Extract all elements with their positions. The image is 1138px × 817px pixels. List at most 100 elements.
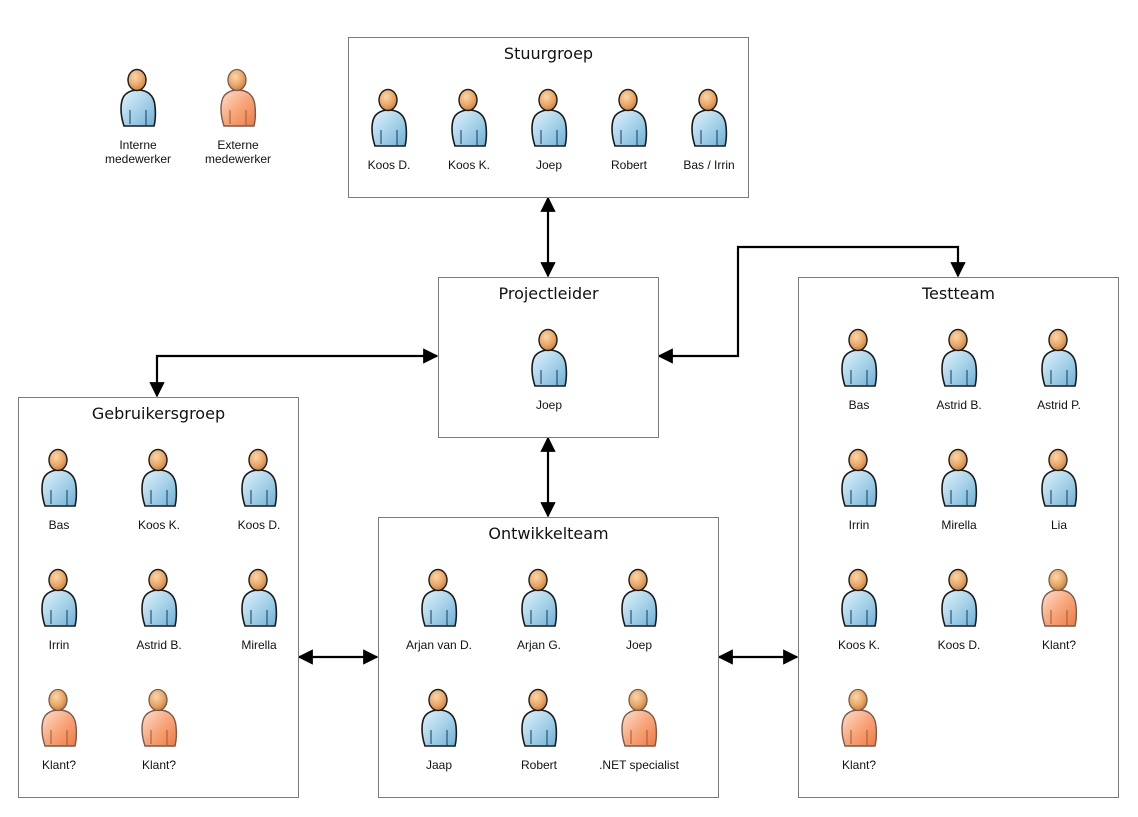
internal-person-icon: [139, 446, 179, 508]
internal-person-icon: [939, 446, 979, 508]
member: Koos K.: [814, 566, 904, 652]
group-title: Testteam: [921, 284, 995, 303]
internal-person-icon: [1039, 446, 1079, 508]
member-name: Astrid B.: [936, 398, 982, 412]
member-name: Robert: [520, 758, 558, 772]
internal-person-icon: [939, 326, 979, 388]
member: Koos D.: [344, 86, 434, 172]
external-person-icon: [1039, 566, 1079, 628]
member-name: Irrin: [848, 518, 870, 532]
member-name: Mirella: [941, 518, 977, 532]
internal-person-icon: [519, 686, 559, 748]
member: Joep: [504, 86, 594, 172]
member: Koos K.: [114, 446, 204, 532]
internal-person-icon: [529, 326, 569, 388]
member: Klant?: [1014, 566, 1104, 652]
internal-person-icon: [239, 446, 279, 508]
group-projectleider: Projectleider Joep: [438, 277, 659, 438]
member: Bas / Irrin: [664, 86, 754, 172]
member-name: Robert: [610, 158, 648, 172]
member: Klant?: [14, 686, 104, 772]
member: Koos D.: [914, 566, 1004, 652]
member-name: Klant?: [841, 758, 877, 772]
member: Robert: [584, 86, 674, 172]
member: Joep: [504, 326, 594, 412]
internal-person-icon: [839, 446, 879, 508]
internal-person-icon: [689, 86, 729, 148]
member-name: Astrid P.: [1037, 398, 1081, 412]
internal-person-icon: [118, 66, 158, 128]
internal-person-icon: [449, 86, 489, 148]
group-gebruikersgroep: Gebruikersgroep Bas Koos K. Koos D. Irrin As…: [18, 397, 299, 798]
member-name: Joep: [625, 638, 653, 652]
internal-person-icon: [839, 566, 879, 628]
internal-person-icon: [39, 566, 79, 628]
member-name: Irrin: [48, 638, 70, 652]
internal-person-icon: [939, 566, 979, 628]
member: Astrid B.: [114, 566, 204, 652]
member: Lia: [1014, 446, 1104, 532]
member: .NET specialist: [594, 686, 684, 772]
member-name: Koos D.: [937, 638, 981, 652]
member: Mirella: [214, 566, 304, 652]
member: Robert: [494, 686, 584, 772]
member-name: Joep: [535, 158, 563, 172]
internal-person-icon: [419, 566, 459, 628]
internal-person-icon: [619, 566, 659, 628]
member-name: Klant?: [41, 758, 77, 772]
external-person-icon: [139, 686, 179, 748]
external-person-icon: [218, 66, 258, 128]
member-name: Jaap: [425, 758, 453, 772]
member-name: Joep: [535, 398, 563, 412]
internal-person-icon: [839, 326, 879, 388]
internal-person-icon: [609, 86, 649, 148]
internal-person-icon: [139, 566, 179, 628]
member-name: Mirella: [241, 638, 277, 652]
member-name: Bas: [848, 398, 870, 412]
internal-person-icon: [39, 446, 79, 508]
member: Bas: [14, 446, 104, 532]
member: Mirella: [914, 446, 1004, 532]
member: Koos D.: [214, 446, 304, 532]
legend-label: medewerker: [104, 152, 172, 166]
member: Klant?: [114, 686, 204, 772]
member-name: Koos D.: [237, 518, 281, 532]
internal-person-icon: [1039, 326, 1079, 388]
member-name: Lia: [1050, 518, 1067, 532]
internal-person-icon: [519, 566, 559, 628]
member-name: Koos K.: [137, 518, 181, 532]
member-name: Klant?: [141, 758, 177, 772]
member-name: Koos D.: [367, 158, 411, 172]
member: Jaap: [394, 686, 484, 772]
member-name: Koos K.: [837, 638, 881, 652]
external-person-icon: [39, 686, 79, 748]
member-name: Bas: [48, 518, 70, 532]
connector-projectleider-gebruikersgroep: [149, 348, 439, 398]
internal-person-icon: [419, 686, 459, 748]
member: Irrin: [14, 566, 104, 652]
group-title: Gebruikersgroep: [91, 404, 226, 423]
legend-label: Externe: [217, 138, 259, 152]
member: Klant?: [814, 686, 904, 772]
member-name: Astrid B.: [136, 638, 182, 652]
legend-label: medewerker: [204, 152, 272, 166]
member: Irrin: [814, 446, 904, 532]
member: Arjan van D.: [394, 566, 484, 652]
group-testteam: Testteam Bas Astrid B. Astrid P. Irrin Mirel…: [798, 277, 1119, 798]
external-person-icon: [619, 686, 659, 748]
member: Koos K.: [424, 86, 514, 172]
member-name: Bas / Irrin: [683, 158, 735, 172]
member: Joep: [594, 566, 684, 652]
member: Astrid P.: [1014, 326, 1104, 412]
internal-person-icon: [529, 86, 569, 148]
legend-label: Interne: [119, 138, 157, 152]
group-title: Projectleider: [498, 284, 599, 303]
group-title: Ontwikkelteam: [488, 524, 609, 543]
member-name: Klant?: [1041, 638, 1077, 652]
member-name: Koos K.: [447, 158, 491, 172]
member: Arjan G.: [494, 566, 584, 652]
member: Bas: [814, 326, 904, 412]
